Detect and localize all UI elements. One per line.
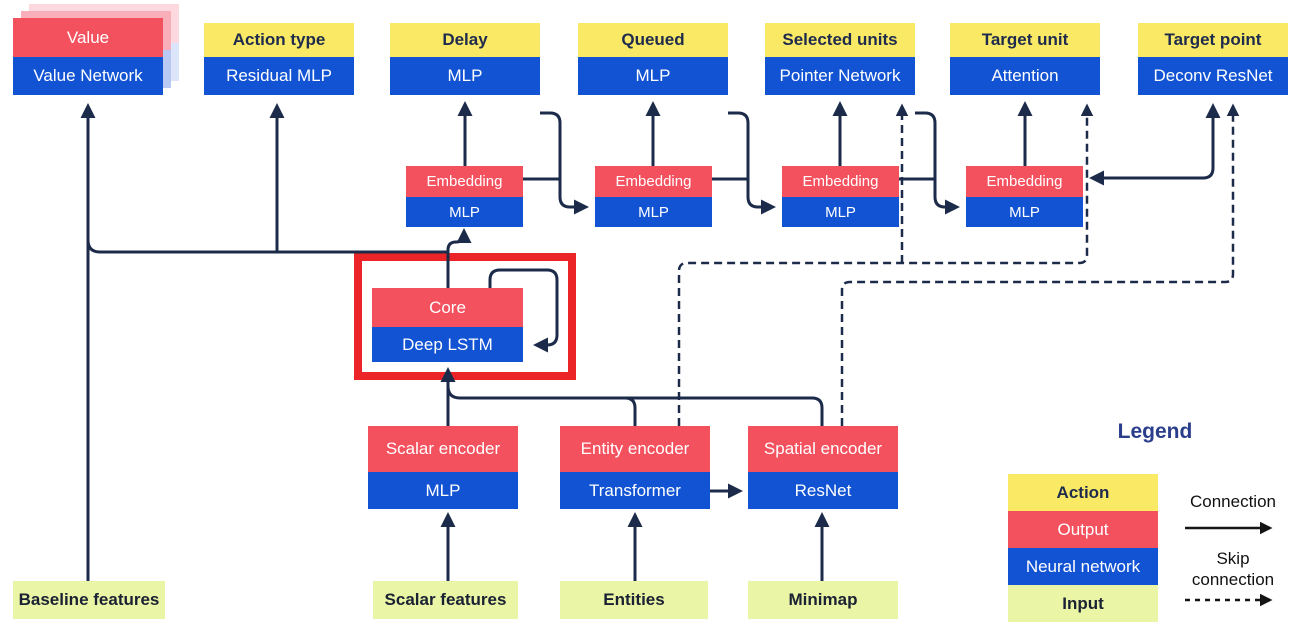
input-scalar-features: Scalar features: [373, 581, 518, 619]
deconv-resnet-label: Deconv ResNet: [1138, 57, 1288, 95]
core-highlight-rectangle: [354, 253, 576, 380]
embedding-1-label: Embedding: [406, 166, 523, 197]
embedding-1-mlp-label: MLP: [406, 197, 523, 227]
pointer-network-label: Pointer Network: [765, 57, 915, 95]
deep-lstm-label: Deep LSTM: [372, 327, 523, 362]
scalar-encoder-mlp-label: MLP: [368, 472, 518, 509]
scalar-encoder: Scalar encoder MLP: [368, 426, 518, 509]
queued-mlp-label: MLP: [578, 57, 728, 95]
connector-entity-encoder-join: [618, 396, 637, 426]
embedding-1: Embedding MLP: [406, 166, 523, 227]
legend-connection-label: Connection: [1189, 492, 1276, 511]
legend-skip-connection-label: Skip connection: [1191, 549, 1275, 589]
transformer-label: Transformer: [560, 472, 710, 509]
residual-mlp-label: Residual MLP: [204, 57, 354, 95]
delay-label: Delay: [390, 23, 540, 57]
embedding-3-mlp-label: MLP: [782, 197, 899, 227]
connector-core-to-embedding1: [446, 228, 472, 288]
skip-connector-spatial: [840, 103, 1240, 426]
connector-embedding4-to-target-point: [1089, 103, 1221, 186]
legend-output-label: Output: [1008, 511, 1158, 548]
embedding-3-label: Embedding: [782, 166, 899, 197]
skip-connector-entity-bus: [677, 103, 1094, 426]
embedding-2-mlp-label: MLP: [595, 197, 712, 227]
head-target-unit: Target unit Attention: [950, 23, 1100, 95]
connector-core-left-bus: [86, 239, 448, 254]
head-action-type: Action type Residual MLP: [204, 23, 354, 95]
resnet-label: ResNet: [748, 472, 898, 509]
scalar-features-label: Scalar features: [373, 581, 518, 619]
embedding-4-label: Embedding: [966, 166, 1083, 197]
spatial-encoder-label: Spatial encoder: [748, 426, 898, 472]
entity-encoder-label: Entity encoder: [560, 426, 710, 472]
connector-selected-to-embedding4: [915, 111, 960, 215]
action-type-label: Action type: [204, 23, 354, 57]
head-selected-units: Selected units Pointer Network: [765, 23, 915, 95]
embedding-3: Embedding MLP: [782, 166, 899, 227]
legend-action-label: Action: [1008, 474, 1158, 511]
head-delay: Delay MLP: [390, 23, 540, 95]
queued-label: Queued: [578, 23, 728, 57]
embedding-2: Embedding MLP: [595, 166, 712, 227]
legend-neural-network-label: Neural network: [1008, 548, 1158, 585]
embedding-2-label: Embedding: [595, 166, 712, 197]
scalar-encoder-label: Scalar encoder: [368, 426, 518, 472]
legend-input-label: Input: [1008, 585, 1158, 622]
input-minimap: Minimap: [748, 581, 898, 619]
head-target-point: Target point Deconv ResNet: [1138, 23, 1288, 95]
entity-encoder: Entity encoder Transformer: [560, 426, 710, 509]
target-unit-label: Target unit: [950, 23, 1100, 57]
target-point-label: Target point: [1138, 23, 1288, 57]
connector-delay-to-embedding2: [540, 111, 589, 215]
embedding-4: Embedding MLP: [966, 166, 1083, 227]
legend-title: Legend: [1117, 420, 1193, 443]
spatial-encoder: Spatial encoder ResNet: [748, 426, 898, 509]
attention-label: Attention: [950, 57, 1100, 95]
legend-swatch-stack: Action Output Neural network Input: [1008, 474, 1158, 622]
baseline-features-label: Baseline features: [13, 581, 165, 619]
value-network-label: Value Network: [13, 57, 163, 95]
value-label: Value: [13, 18, 163, 57]
connector-encoder-bus: [446, 385, 824, 426]
embedding-4-mlp-label: MLP: [966, 197, 1083, 227]
head-queued: Queued MLP: [578, 23, 728, 95]
minimap-label: Minimap: [748, 581, 898, 619]
head-value: Value Value Network: [13, 18, 163, 95]
input-baseline-features: Baseline features: [13, 581, 165, 619]
input-entities: Entities: [560, 581, 708, 619]
entities-label: Entities: [560, 581, 708, 619]
selected-units-label: Selected units: [765, 23, 915, 57]
connector-core-recurrent-loop: [488, 268, 559, 353]
core-box: Core Deep LSTM: [372, 288, 523, 362]
connector-queued-to-embedding3: [728, 111, 776, 215]
core-label: Core: [372, 288, 523, 327]
delay-mlp-label: MLP: [390, 57, 540, 95]
